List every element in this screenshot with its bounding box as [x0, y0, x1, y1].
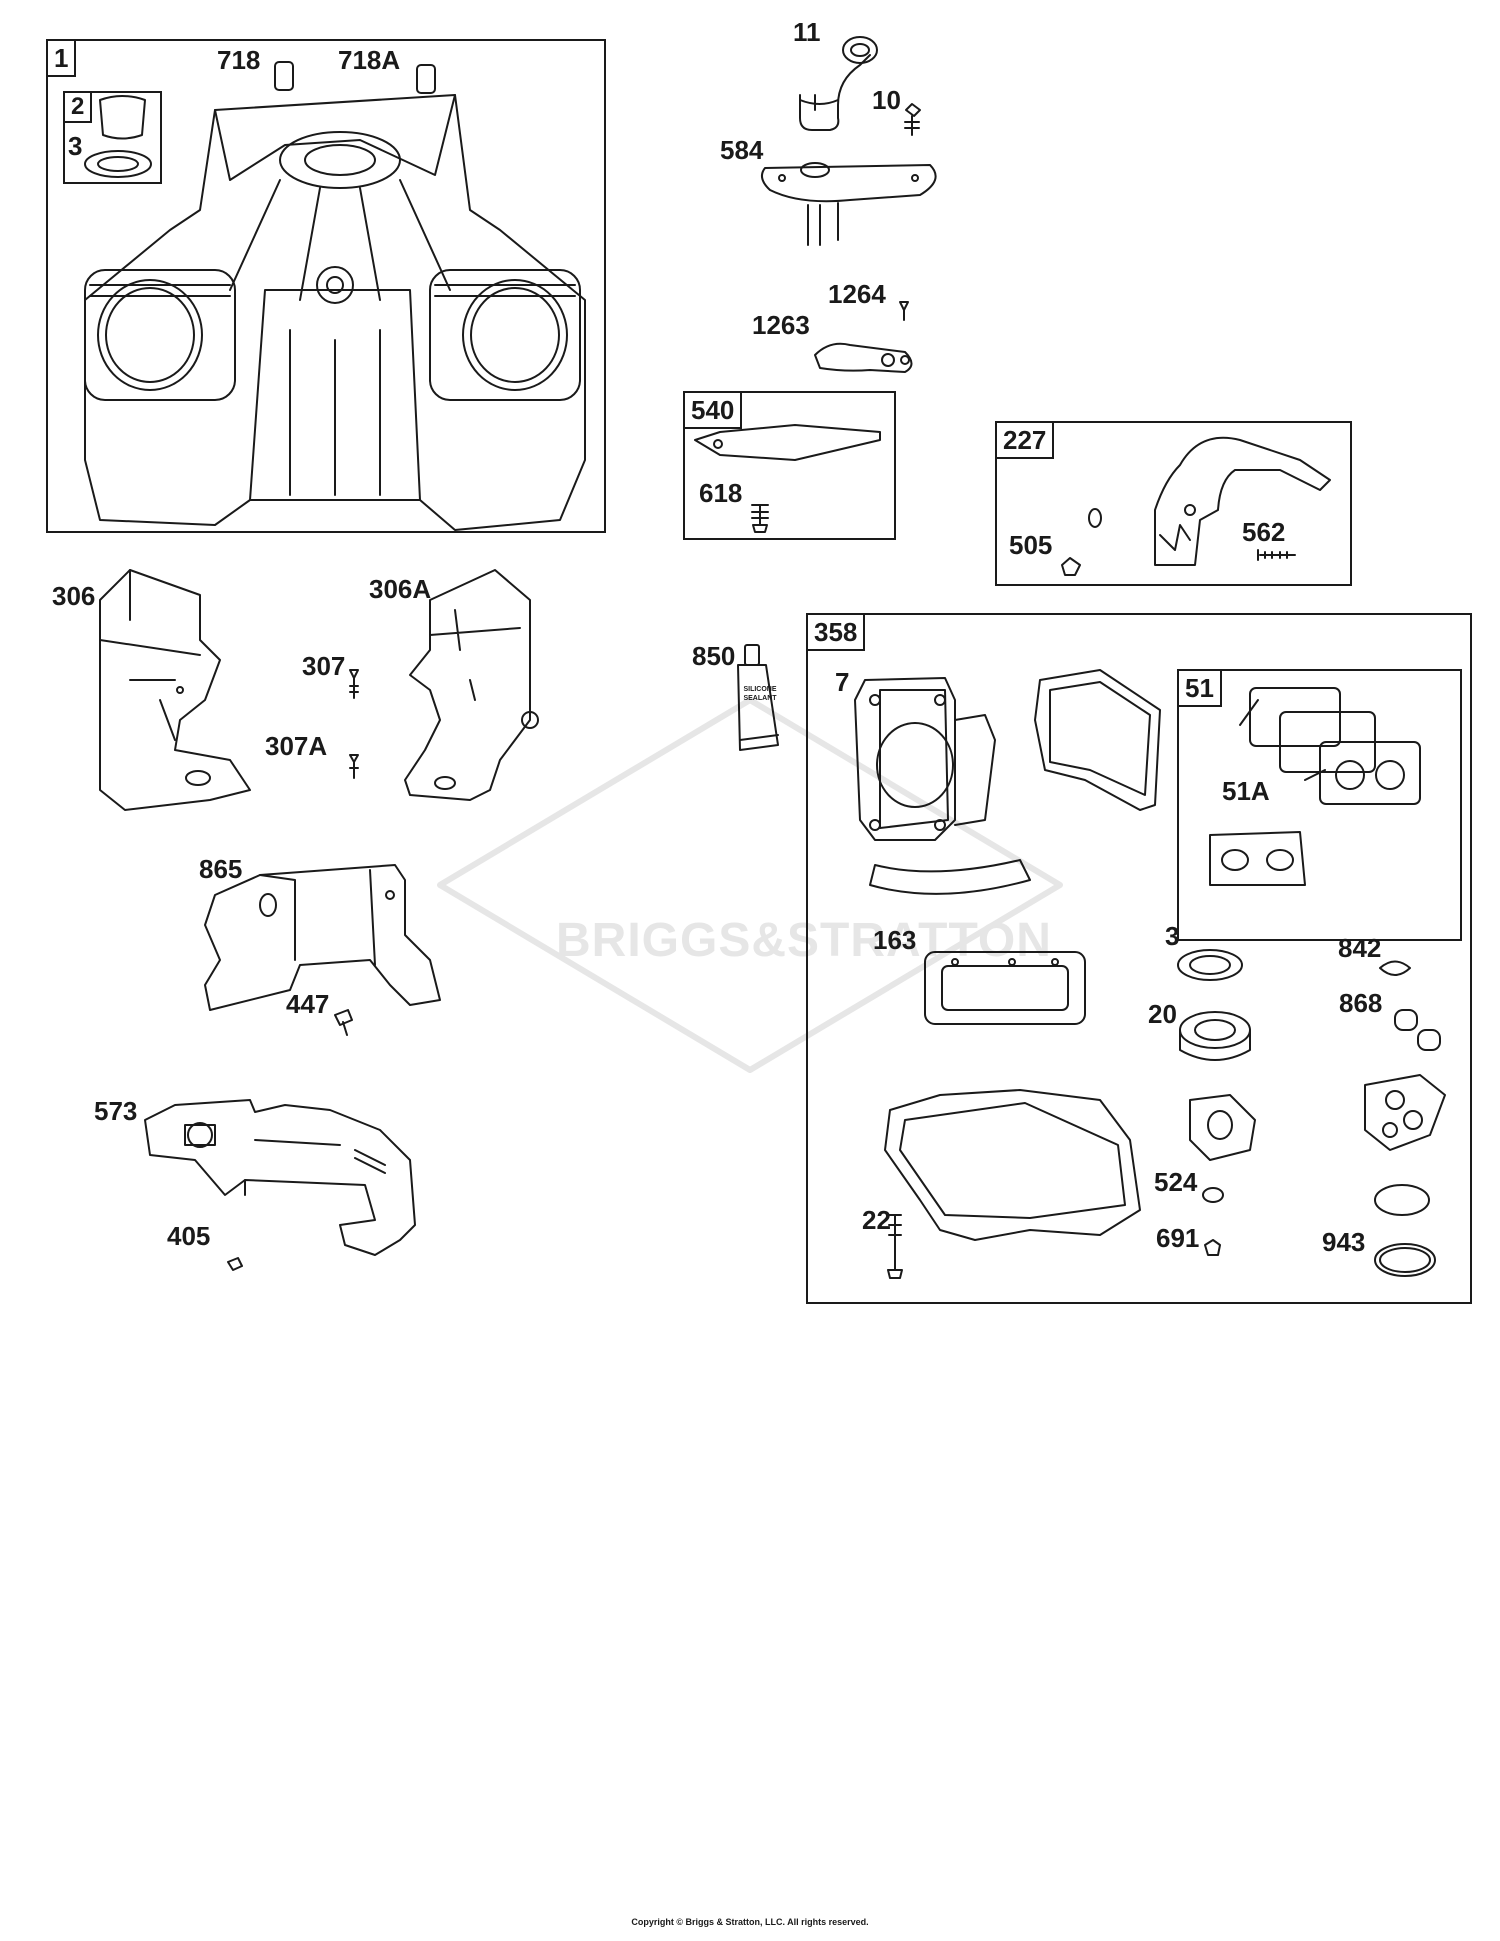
frame-tag-358: 358 — [808, 615, 866, 651]
part-label-307a: 307A — [265, 731, 328, 761]
part-label-306: 306 — [52, 581, 96, 611]
frame-tag-2: 2 — [65, 93, 93, 123]
part-label-405: 405 — [167, 1221, 211, 1251]
part-label-3-seal: 3 — [68, 131, 83, 161]
assembly-frame-227: 227 — [995, 421, 1352, 586]
part-label-850: 850 — [692, 641, 736, 671]
part-label-1263: 1263 — [752, 310, 810, 340]
sealant-label: SILICONE SEALANT — [743, 686, 777, 702]
gasket-set-358-drawing — [854, 669, 1446, 1279]
bracket-227-drawing — [1061, 436, 1331, 576]
frame-tag-1: 1 — [48, 41, 77, 77]
cylinder-shield-306a-drawing — [349, 569, 539, 801]
baffle-540-drawing — [694, 424, 881, 533]
part-label-573: 573 — [94, 1096, 138, 1126]
part-label-691: 691 — [1156, 1223, 1200, 1253]
part-label-1264: 1264 — [828, 279, 886, 309]
part-label-11: 11 — [793, 17, 821, 47]
part-label-22: 22 — [862, 1205, 891, 1235]
part-label-562: 562 — [1242, 517, 1286, 547]
part-label-306a: 306A — [369, 574, 432, 604]
frame-tag-540: 540 — [685, 393, 743, 429]
sealant-tube-drawing — [737, 644, 779, 751]
shield-865-drawing — [204, 864, 441, 1036]
assembly-frame-1: 1 — [46, 39, 606, 533]
watermark-shape — [437, 697, 1063, 1073]
assembly-frame-51: 51 — [1177, 669, 1462, 941]
dipstick-tube-drawing — [799, 36, 921, 136]
frame-tag-51: 51 — [1179, 671, 1222, 707]
part-label-943: 943 — [1322, 1227, 1366, 1257]
assembly-frame-358: 358 — [806, 613, 1472, 1304]
frame-tag-227: 227 — [997, 423, 1055, 459]
part-label-618: 618 — [699, 478, 743, 508]
part-label-7: 7 — [835, 667, 850, 697]
blower-housing-573-drawing — [144, 1099, 416, 1271]
part-label-51a: 51A — [1222, 776, 1270, 806]
part-label-307: 307 — [302, 651, 346, 681]
part-label-163: 163 — [873, 925, 917, 955]
part-label-868: 868 — [1339, 988, 1383, 1018]
assembly-frame-540: 540 — [683, 391, 896, 540]
part-label-20: 20 — [1148, 999, 1177, 1029]
part-label-718a: 718A — [338, 45, 401, 75]
bracket-1263-drawing — [814, 301, 913, 373]
part-label-3-ring: 3 — [1165, 921, 1180, 951]
assembly-frame-2: 2 — [63, 91, 162, 184]
breather-plate-drawing — [760, 162, 937, 246]
copyright-notice: Copyright © Briggs & Stratton, LLC. All … — [631, 1917, 869, 1927]
part-label-447: 447 — [286, 989, 330, 1019]
part-label-10: 10 — [872, 85, 901, 115]
part-label-584: 584 — [720, 135, 764, 165]
part-label-865: 865 — [199, 854, 243, 884]
cylinder-shield-306-drawing — [99, 569, 251, 811]
part-label-505: 505 — [1009, 530, 1053, 560]
engine-block-drawing — [84, 61, 586, 531]
part-label-842: 842 — [1338, 933, 1382, 963]
part-label-718: 718 — [217, 45, 261, 75]
part-label-524: 524 — [1154, 1167, 1198, 1197]
gasket-set-51-drawing — [1209, 687, 1421, 886]
